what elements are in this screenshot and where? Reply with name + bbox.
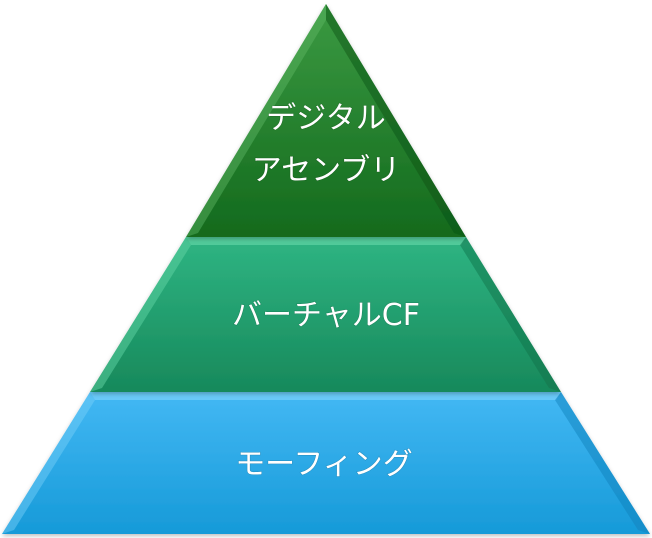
- tier-top-label-line-1: デジタル: [266, 101, 385, 136]
- tier-bottom-bevel-top: [90, 392, 561, 400]
- pyramid-tier-middle: バーチャルCF: [90, 237, 561, 392]
- tier-top-bevel-right: [326, 4, 466, 237]
- tier-middle-shape: [90, 237, 561, 392]
- tier-bottom-shape: [2, 392, 650, 534]
- tier-middle-label: バーチャルCF: [232, 298, 420, 333]
- pyramid-tier-top: デジタル アセンブリ: [186, 4, 466, 237]
- tier-top-shape: [186, 4, 466, 237]
- tier-top-bevel-left: [186, 4, 326, 237]
- tier-middle-bevel-left: [90, 237, 191, 392]
- tier-bottom-bevel-right: [555, 392, 650, 534]
- tier-middle-bevel-right: [460, 237, 561, 392]
- pyramid-tier-bottom: モーフィング: [2, 392, 650, 534]
- tier-middle-bevel-top: [186, 237, 466, 245]
- tier-bottom-label: モーフィング: [235, 447, 413, 482]
- tier-bottom-bevel-left: [2, 392, 95, 534]
- tier-top-label-line-2: アセンブリ: [252, 153, 401, 188]
